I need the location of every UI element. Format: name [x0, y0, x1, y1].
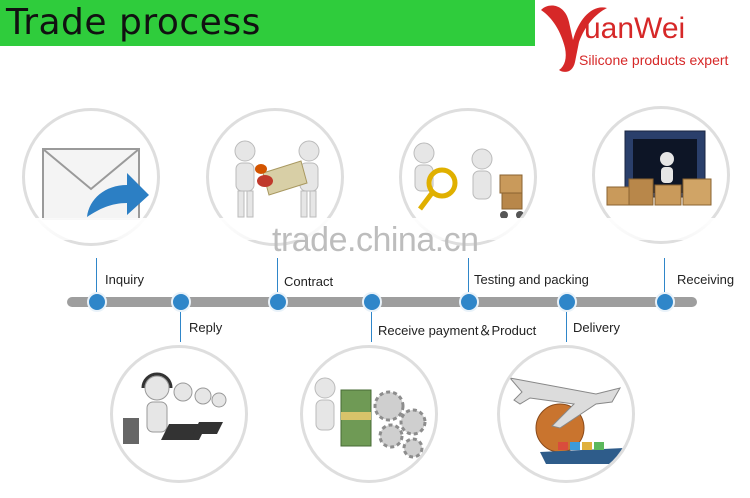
contract-tick: [277, 258, 278, 298]
plane-ship-globe-icon: [508, 377, 624, 464]
delivery-node: [557, 292, 577, 312]
step-label-testing: Testing and packing: [474, 272, 589, 287]
envelope-icon: [42, 148, 149, 220]
payment-node: [362, 292, 382, 312]
reply-node: [171, 292, 191, 312]
testing-tick: [468, 258, 469, 298]
container-boxes-icon: [606, 130, 712, 206]
step-label-payment: Receive payment＆Product: [378, 323, 537, 338]
step-label-reply: Reply: [189, 320, 223, 335]
magnifier-boxes-icon: [413, 142, 524, 219]
reply-tick: [180, 306, 181, 342]
payment-tick: [371, 306, 372, 342]
payment-product-illustration: [300, 345, 438, 483]
step-label-inquiry: Inquiry: [105, 272, 145, 287]
testing-node: [459, 292, 479, 312]
call-center-icon: [123, 372, 227, 444]
watermark: trade.china.cn: [272, 221, 479, 259]
page-title: Trade process: [6, 2, 261, 43]
inquiry-tick: [96, 258, 97, 298]
fade-band: [20, 218, 740, 240]
contract-node: [268, 292, 288, 312]
reply-illustration: [110, 345, 248, 483]
inquiry-node: [87, 292, 107, 312]
delivery-illustration: [497, 345, 635, 483]
step-label-delivery: Delivery: [573, 320, 620, 335]
step-label-receiving: Receiving: [677, 272, 735, 287]
brand-tagline: Silicone products expert: [579, 52, 729, 68]
contract-stamp-icon: [234, 140, 320, 218]
timeline-bar: [67, 297, 697, 307]
delivery-tick: [566, 306, 567, 342]
money-gears-icon: [314, 377, 427, 459]
brand-name: uanWei: [584, 12, 686, 45]
step-label-contract: Contract: [284, 274, 334, 289]
brand-y-mark-icon: [541, 5, 607, 72]
brand-logo: uanWei Silicone products expert: [535, 0, 750, 76]
receiving-tick: [664, 258, 665, 298]
receiving-node: [655, 292, 675, 312]
